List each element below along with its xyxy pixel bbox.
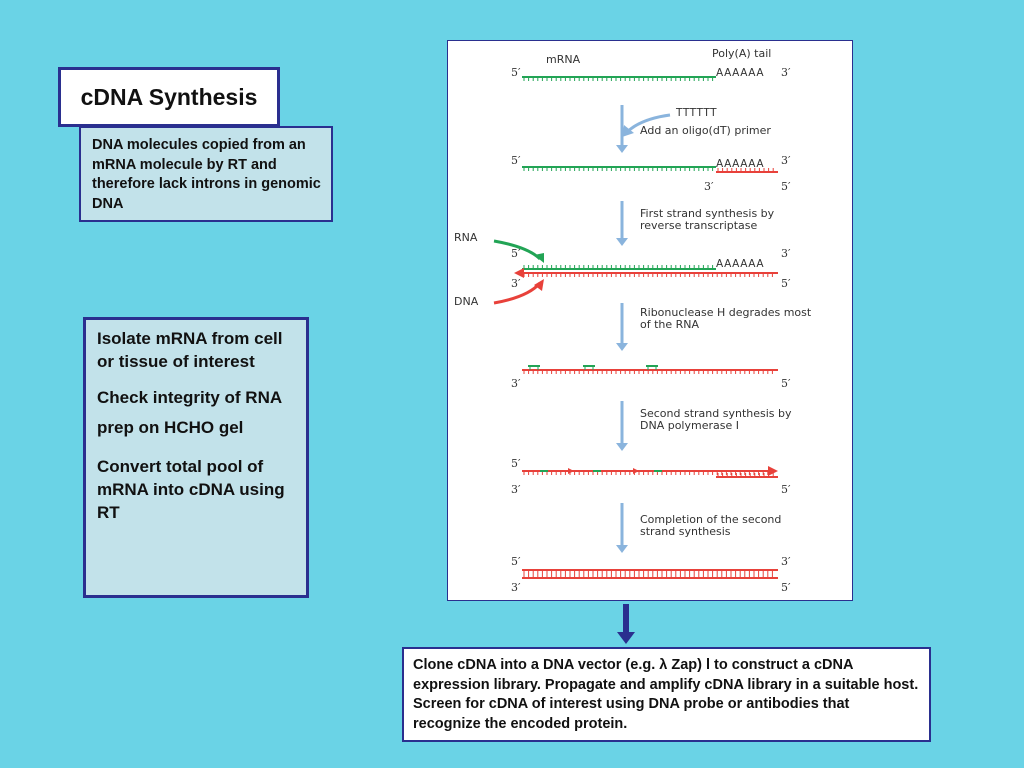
five-prime-label: 5′: [511, 457, 521, 470]
step-text: Second strand synthesis by: [640, 407, 792, 420]
flow-arrow-head: [616, 238, 628, 246]
step-text: First strand synthesis by: [640, 207, 775, 220]
step-item: Check integrity of RNA prep on HCHO gel: [97, 388, 282, 437]
step-text: DNA polymerase I: [640, 419, 739, 432]
synthesis-arrow: [568, 468, 574, 474]
dna-arrow-head: [534, 279, 544, 291]
three-prime-label: 3′: [781, 66, 791, 79]
rna-arrow-head: [534, 253, 544, 263]
five-prime-label: 5′: [511, 555, 521, 568]
polya-label: Poly(A) tail: [712, 47, 771, 60]
down-arrow-icon: [617, 604, 635, 644]
three-prime-label: 3′: [704, 180, 714, 193]
step-text: strand synthesis: [640, 525, 731, 538]
step-text: Add an oligo(dT) primer: [640, 124, 771, 137]
title-box: cDNA Synthesis: [58, 67, 280, 127]
flow-arrow-head: [616, 145, 628, 153]
five-prime-label: 5′: [781, 180, 791, 193]
flow-arrow-head: [616, 343, 628, 351]
dna-label: DNA: [454, 295, 479, 308]
three-prime-label: 3′: [781, 247, 791, 260]
step-text: Ribonuclease H degrades most: [640, 306, 812, 319]
three-prime-label: 3′: [781, 555, 791, 568]
primer-arrow-head: [622, 125, 634, 137]
five-prime-label: 5′: [781, 277, 791, 290]
clone-text-box: Clone cDNA into a DNA vector (e.g. λ Zap…: [402, 647, 931, 742]
polya-seq: AAAAAA: [716, 158, 764, 170]
dna-strand-head: [514, 268, 524, 278]
three-prime-label: 3′: [511, 581, 521, 594]
five-prime-label: 5′: [511, 247, 521, 260]
definition-box: DNA molecules copied from an mRNA molecu…: [79, 126, 333, 222]
second-strand-head: [768, 466, 778, 476]
steps-box: Isolate mRNA from cell or tissue of inte…: [83, 317, 309, 598]
three-prime-label: 3′: [781, 154, 791, 167]
step-item: Convert total pool of mRNA into cDNA usi…: [97, 457, 285, 522]
three-prime-label: 3′: [511, 277, 521, 290]
three-prime-label: 3′: [511, 483, 521, 496]
flow-arrow-head: [616, 545, 628, 553]
flow-arrow-head: [616, 443, 628, 451]
mrna-label: mRNA: [546, 53, 581, 66]
five-prime-label: 5′: [781, 581, 791, 594]
step-text: reverse transcriptase: [640, 219, 758, 232]
five-prime-label: 5′: [511, 154, 521, 167]
rna-label: RNA: [454, 231, 478, 244]
step-text: Completion of the second: [640, 513, 781, 526]
synthesis-arrow: [633, 468, 639, 474]
step-text: of the RNA: [640, 318, 700, 331]
polya-seq: AAAAAA: [716, 258, 764, 270]
three-prime-label: 3′: [511, 377, 521, 390]
polya-seq: AAAAAA: [716, 67, 764, 79]
five-prime-label: 5′: [781, 377, 791, 390]
five-prime-label: 5′: [781, 483, 791, 496]
primer-seq: TTTTTT: [675, 107, 717, 119]
five-prime-label: 5′: [511, 66, 521, 79]
step-item: Isolate mRNA from cell or tissue of inte…: [97, 329, 283, 371]
slide-title: cDNA Synthesis: [80, 83, 258, 110]
